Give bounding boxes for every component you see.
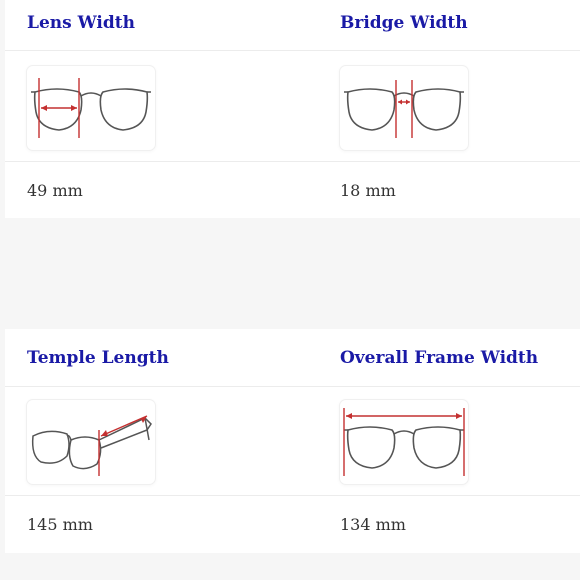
card-value-row: 49 mm 18 mm [5,162,580,218]
card-value-row: 145 mm 134 mm [5,496,580,552]
bridge-width-value: 18 mm [340,181,396,200]
overall-frame-width-value: 134 mm [340,515,406,534]
bridge-width-diagram-icon [340,66,468,150]
overall-frame-width-label: Overall Frame Width [340,348,539,368]
temple-length-diagram-icon [27,400,155,484]
lens-width-label: Lens Width [27,13,135,33]
overall-frame-width-diagram-icon [340,400,468,484]
measurement-card-top: Lens Width Bridge Width [5,0,580,218]
lens-width-diagram-icon [27,66,155,150]
bridge-width-label: Bridge Width [340,13,468,33]
card-header-row: Temple Length Overall Frame Width [5,329,580,387]
measurement-card-bottom: Temple Length Overall Frame Width [5,329,580,553]
card-header-row: Lens Width Bridge Width [5,0,580,51]
card-diagram-row [5,387,580,496]
temple-length-label: Temple Length [27,348,169,368]
temple-length-value: 145 mm [27,515,93,534]
card-diagram-row [5,51,580,162]
lens-width-value: 49 mm [27,181,83,200]
